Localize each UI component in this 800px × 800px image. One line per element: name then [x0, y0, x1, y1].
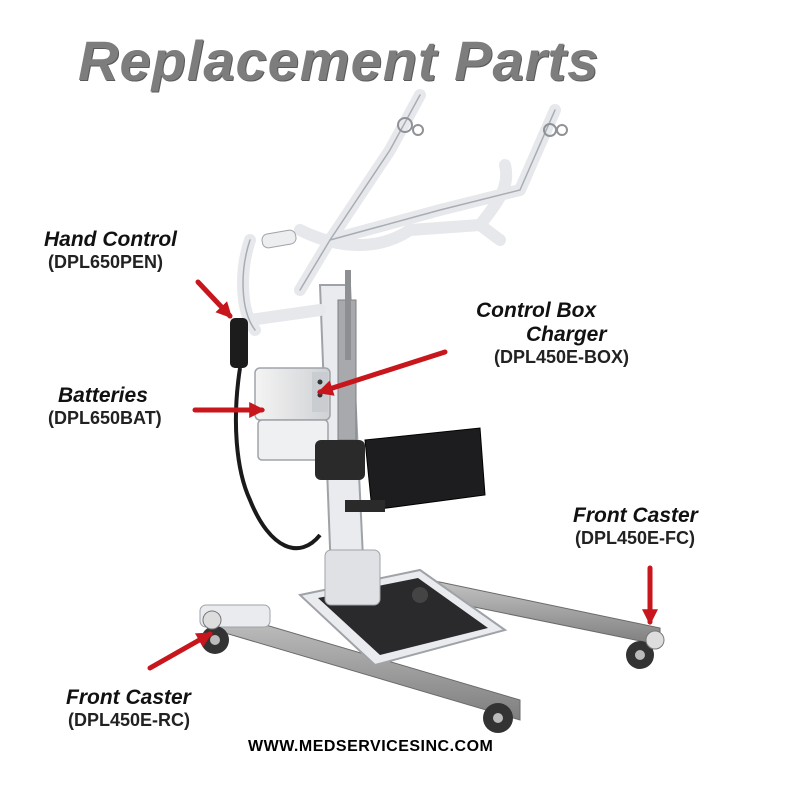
caster-wheels	[201, 587, 665, 733]
part-name: Front Caster	[573, 504, 698, 527]
part-name-line2: Charger	[526, 323, 607, 346]
arrow-hand-control	[195, 279, 233, 319]
part-code: (DPL450E-FC)	[575, 528, 696, 548]
boom-outline	[242, 94, 556, 331]
label-front-caster-rc: Front Caster (DPL450E-RC)	[66, 686, 191, 731]
part-code: (DPL450E-RC)	[68, 710, 191, 730]
hand-control-pendant	[230, 318, 248, 368]
arrow-control-box	[316, 349, 448, 396]
label-hand-control: Hand Control (DPL650PEN)	[44, 228, 177, 273]
part-name: Front Caster	[66, 686, 191, 709]
label-control-box: Control Box Charger (DPL450E-BOX)	[476, 299, 629, 368]
part-code: (DPL650BAT)	[48, 408, 162, 428]
label-front-caster-fc: Front Caster (DPL450E-FC)	[573, 504, 698, 549]
part-name: Hand Control	[44, 228, 177, 251]
page-title: Replacement Parts	[78, 29, 600, 92]
part-name: Control Box	[476, 299, 597, 322]
part-name: Batteries	[58, 384, 148, 407]
label-batteries: Batteries (DPL650BAT)	[48, 384, 162, 429]
callout-arrows	[147, 279, 659, 671]
pendant-cord	[233, 367, 322, 551]
part-code: (DPL650PEN)	[48, 252, 164, 272]
lift-mast	[318, 270, 381, 606]
knee-pad	[315, 427, 486, 512]
part-code: (DPL450E-BOX)	[494, 347, 630, 367]
hand-grip	[261, 229, 297, 249]
website-url[interactable]: WWW.MEDSERVICESINC.COM	[248, 738, 494, 755]
arrow-front-caster-left	[147, 631, 213, 671]
hook-clips	[397, 117, 568, 137]
